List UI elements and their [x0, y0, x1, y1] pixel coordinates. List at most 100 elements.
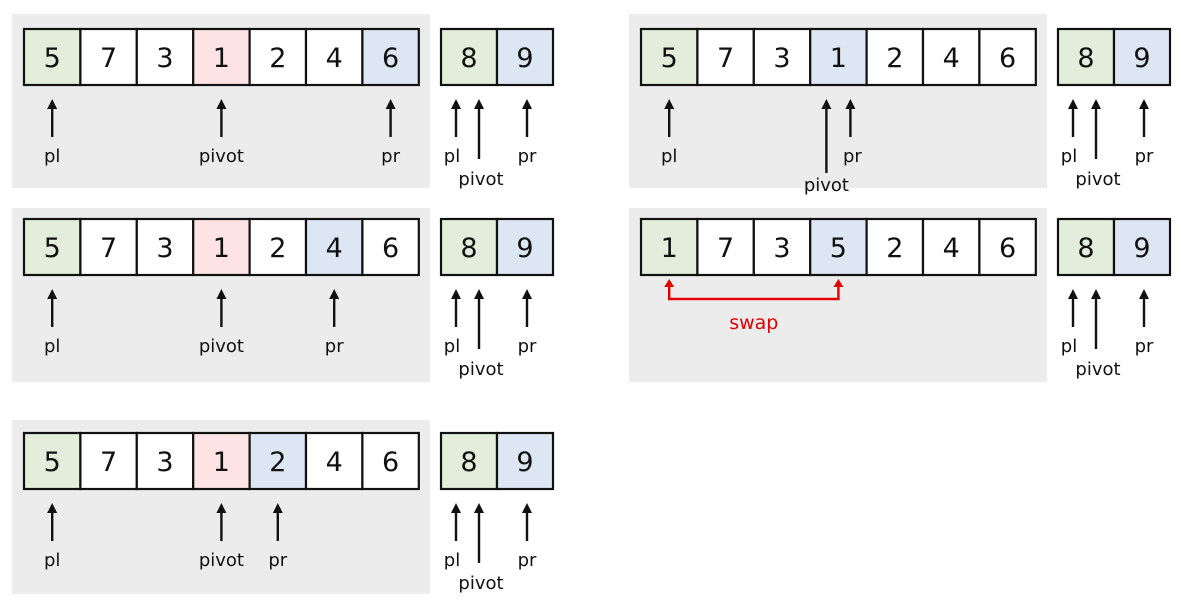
step-3-cell-4	[248, 431, 308, 491]
step-1-arrow-pl-head	[47, 99, 58, 109]
step-2-side-cell-1-value: 9	[516, 233, 533, 264]
step-4-cell-3	[809, 27, 868, 87]
step-2-side-cell-0-value: 8	[460, 233, 477, 264]
step-1-label-pr: pr	[381, 146, 400, 167]
step-3-label-pr: pr	[268, 550, 287, 571]
step-4-label-pr: pr	[843, 146, 862, 167]
step-3-side-cell-0-value: 8	[460, 447, 477, 478]
step-1-label-pl: pl	[44, 146, 60, 167]
step-2-cell-6-value: 6	[382, 233, 399, 264]
step-4-arrow-pivot-head	[821, 99, 832, 109]
step-4-side-arrow-pr-head	[1139, 99, 1149, 109]
step-5-cell-3	[809, 217, 868, 277]
step-2-cell-3-value: 1	[213, 233, 230, 264]
step-4-cell-0	[639, 27, 699, 87]
step-4-side-cell-0	[1056, 27, 1116, 87]
step-3-cell-5	[304, 431, 364, 491]
step-2-cell-5-value: 4	[326, 233, 343, 264]
step-2-cell-0-value: 5	[44, 233, 61, 264]
step-5-cell-2	[752, 217, 812, 277]
step-4-side-arrow-pivot-head	[1091, 99, 1101, 109]
step-1-cell-5-value: 4	[326, 43, 343, 74]
step-3-label-pivot: pivot	[199, 550, 244, 571]
step-4-side-cell-0-value: 8	[1077, 43, 1094, 74]
step-1-cell-6	[361, 27, 420, 87]
step-2-cell-2	[135, 217, 195, 277]
step-3-label-pl: pl	[44, 550, 60, 571]
step-2-side-arrow-pl-head	[451, 289, 461, 299]
step-2-label-pivot: pivot	[199, 336, 244, 357]
step-1-cell-2-value: 3	[156, 43, 173, 74]
step-3-cell-3-value: 1	[213, 447, 230, 478]
step-4-label-pl: pl	[661, 146, 677, 167]
step-5-side-cell-0	[1056, 217, 1116, 277]
step-4-cell-5	[921, 27, 981, 87]
step-2-side-label-pl: pl	[444, 336, 460, 357]
step-1-side-arrow-pl-head	[451, 99, 461, 109]
step-2-cell-2-value: 3	[156, 233, 173, 264]
step-4-cell-5-value: 4	[943, 43, 960, 74]
step-2-cell-1	[79, 217, 138, 277]
step-3-cell-5-value: 4	[326, 447, 343, 478]
step-5-side-label-pivot: pivot	[1075, 359, 1120, 380]
step-1-side-label-pivot: pivot	[458, 169, 503, 190]
step-1-cell-3	[192, 27, 251, 87]
step-1-side-cell-1-value: 9	[516, 43, 533, 74]
step-5-swap-label: swap	[729, 312, 778, 334]
step-3-cell-6	[361, 431, 420, 491]
step-5-swap-head-right	[833, 279, 844, 287]
step-2-arrow-pl-head	[47, 289, 58, 299]
step-1-cell-1-value: 7	[100, 43, 117, 74]
step-5-cell-0	[639, 217, 699, 277]
step-5-cell-0-value: 1	[661, 233, 678, 264]
step-4-arrow-pl-head	[664, 99, 675, 109]
step-3-cell-2-value: 3	[156, 447, 173, 478]
step-1-arrow-pr-head	[385, 99, 396, 109]
step-4-cell-1-value: 7	[717, 43, 734, 74]
step-5-side-arrow-pivot-head	[1091, 289, 1101, 299]
step-3-arrow-pl-head	[47, 503, 58, 513]
step-5-cell-5-value: 4	[943, 233, 960, 264]
step-5-cell-1	[696, 217, 755, 277]
step-2-side-arrow-pr-head	[522, 289, 532, 299]
step-5-cell-6-value: 6	[999, 233, 1016, 264]
step-2-side-cell-0	[439, 217, 499, 277]
step-2-side-cell-1	[495, 217, 555, 277]
step-3-cell-6-value: 6	[382, 447, 399, 478]
step-3-side-arrow-pr-head	[522, 503, 532, 513]
step-3-cell-0-value: 5	[44, 447, 61, 478]
step-5-side-arrow-pr-head	[1139, 289, 1149, 299]
step-1-cell-5	[304, 27, 364, 87]
step-2-side-label-pivot: pivot	[458, 359, 503, 380]
step-4-side-arrow-pl-head	[1068, 99, 1078, 109]
step-5-swap-head-left	[664, 279, 675, 287]
step-5-cell-4-value: 2	[886, 233, 903, 264]
step-3-cell-1	[79, 431, 138, 491]
step-4-cell-2-value: 3	[773, 43, 790, 74]
step-5-cell-3-value: 5	[830, 233, 847, 264]
step-1-cell-6-value: 6	[382, 43, 399, 74]
step-1-cell-3-value: 1	[213, 43, 230, 74]
step-3-cell-1-value: 7	[100, 447, 117, 478]
step-5-cell-6	[978, 217, 1037, 277]
step-1-side-cell-0-value: 8	[460, 43, 477, 74]
step-2-arrow-pr-head	[329, 289, 340, 299]
step-4-label-pivot: pivot	[804, 175, 849, 196]
step-2-cell-4-value: 2	[269, 233, 286, 264]
step-3-side-arrow-pivot-head	[474, 503, 484, 513]
step-4-cell-6	[978, 27, 1037, 87]
step-1-side-arrow-pr-head	[522, 99, 532, 109]
step-1-label-pivot: pivot	[199, 146, 244, 167]
step-3-side-cell-1-value: 9	[516, 447, 533, 478]
step-4-side-label-pl: pl	[1061, 146, 1077, 167]
step-2-side-arrow-pivot-head	[474, 289, 484, 299]
step-3-arrow-pivot-head	[216, 503, 227, 513]
step-2-cell-1-value: 7	[100, 233, 117, 264]
step-3-side-arrow-pl-head	[451, 503, 461, 513]
step-4-side-label-pivot: pivot	[1075, 169, 1120, 190]
step-3-side-label-pivot: pivot	[458, 573, 503, 594]
step-2-arrow-pivot-head	[216, 289, 227, 299]
step-5-side-cell-1	[1112, 217, 1172, 277]
step-5-side-cell-1-value: 9	[1133, 233, 1150, 264]
